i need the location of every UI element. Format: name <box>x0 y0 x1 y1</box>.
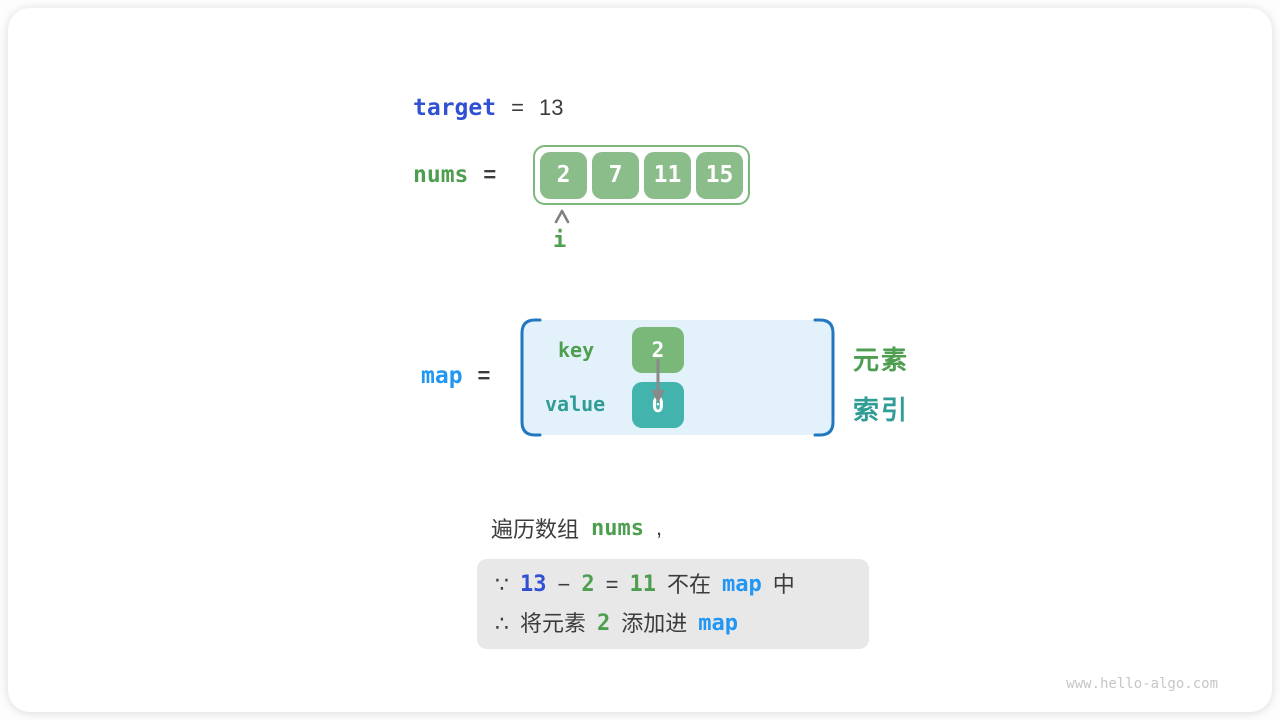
target-equals-sign: = <box>511 95 524 120</box>
target-value: 13 <box>538 95 564 120</box>
map-row-label: map = <box>421 363 490 389</box>
token: 不在 <box>666 572 711 597</box>
element-side-label: 元素 <box>853 345 910 375</box>
token: 2 <box>581 572 595 597</box>
watermark: www.hello-algo.com <box>1066 676 1218 692</box>
nums-row-label: nums = <box>413 162 496 188</box>
caption-line: 遍历数组 nums, <box>491 512 662 544</box>
token: 13 <box>520 572 547 597</box>
token: = <box>605 572 619 597</box>
key-to-value-arrow-icon <box>651 359 665 403</box>
token: 中 <box>772 572 795 597</box>
conclusion-line-2: ∴ 将元素 2 添加进 map <box>495 606 851 641</box>
token: map <box>698 611 739 636</box>
token: ∵ <box>495 572 509 597</box>
index-side-label: 索引 <box>853 395 910 425</box>
nums-equals-sign: = <box>483 162 497 187</box>
token: , <box>656 515 663 540</box>
conclusion-line-1: ∵ 13−2 = 11 不在 map 中 <box>495 567 851 602</box>
token: map <box>721 572 762 597</box>
token: 遍历数组 <box>491 517 580 542</box>
nums-variable-label: nums <box>413 162 469 188</box>
token: nums <box>591 515 644 541</box>
token: 将元素 <box>520 611 587 636</box>
index-pointer-label: i <box>553 228 567 253</box>
array-cell: 2 <box>540 151 587 199</box>
index-pointer-icon <box>554 209 570 224</box>
token: − <box>557 572 571 597</box>
array-cell: 7 <box>592 151 639 199</box>
map-variable-label: map <box>421 363 463 389</box>
target-variable-label: target <box>413 95 497 121</box>
nums-array: 2 7 11 15 <box>533 145 750 205</box>
array-cell: 11 <box>644 151 691 199</box>
map-bracket-icon <box>520 318 835 437</box>
token: ∴ <box>495 611 509 636</box>
value-label: value <box>545 392 606 416</box>
key-label: key <box>558 338 595 362</box>
array-cell: 15 <box>696 151 743 199</box>
token: 2 <box>597 611 611 636</box>
token: 添加进 <box>621 611 688 636</box>
map-equals-sign: = <box>477 363 491 388</box>
token: 11 <box>629 572 656 597</box>
target-row: target = 13 <box>413 95 563 121</box>
